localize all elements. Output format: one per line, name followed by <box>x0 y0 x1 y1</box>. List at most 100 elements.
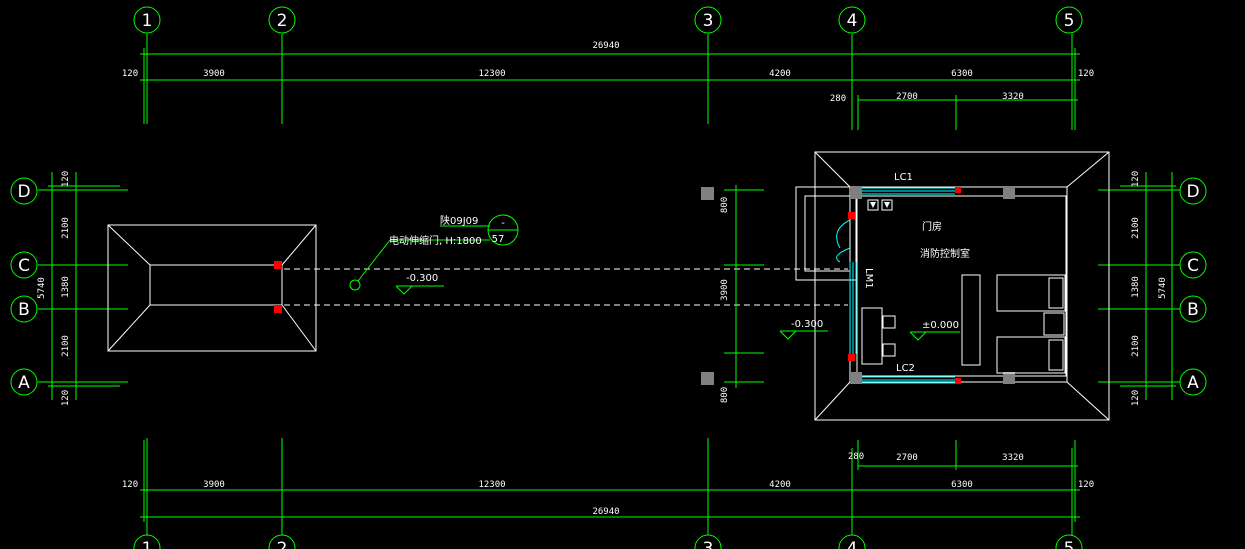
axis-bubble-4-top: 4 <box>838 6 866 34</box>
svg-text:12300: 12300 <box>478 69 505 79</box>
svg-text:800: 800 <box>720 387 730 403</box>
svg-text:26940: 26940 <box>592 507 619 517</box>
svg-text:6300: 6300 <box>951 480 973 490</box>
svg-text:6300: 6300 <box>951 69 973 79</box>
svg-text:1: 1 <box>142 539 153 549</box>
svg-text:电动伸缩门, H:1800: 电动伸缩门, H:1800 <box>389 234 482 247</box>
svg-text:280: 280 <box>848 452 864 462</box>
svg-text:A: A <box>18 373 30 393</box>
svg-text:3320: 3320 <box>1002 453 1024 463</box>
axis-bubble-3-top: 3 <box>694 6 722 34</box>
svg-text:2100: 2100 <box>1131 217 1141 239</box>
left-dimensions: 120 2100 1380 2100 120 5740 <box>37 171 71 406</box>
guard-house <box>795 151 1110 421</box>
svg-text:3900: 3900 <box>203 69 225 79</box>
axis-bubble-2-top: 2 <box>268 6 296 34</box>
svg-text:3320: 3320 <box>1002 92 1024 102</box>
lamp-icons <box>867 199 893 211</box>
axis-bubble-1-bottom: 1 <box>133 534 161 549</box>
mid-columns: 800 3900 800 <box>701 185 764 403</box>
svg-text:120: 120 <box>122 69 138 79</box>
svg-text:1380: 1380 <box>61 276 71 298</box>
level-mark-outside: -0.300 <box>779 319 828 340</box>
axis-bubble-4-bottom: 4 <box>838 534 866 549</box>
level-mark-floor: ±0.000 <box>909 320 960 341</box>
svg-text:LM1: LM1 <box>863 268 874 289</box>
svg-text:2700: 2700 <box>896 453 918 463</box>
axis-bubble-3-bottom: 3 <box>694 534 722 549</box>
svg-text:1: 1 <box>142 11 153 31</box>
svg-text:120: 120 <box>122 480 138 490</box>
svg-text:120: 120 <box>1131 390 1141 406</box>
svg-text:4200: 4200 <box>769 480 791 490</box>
right-dimensions: 120 2100 1380 2100 120 5740 <box>1131 171 1168 406</box>
left-axis-lines <box>38 172 128 400</box>
gate-annotation: 陕09J09 电动伸缩门, H:1800 - 57 <box>349 214 519 291</box>
axis-bubble-2-bottom: 2 <box>268 534 296 549</box>
svg-text:4: 4 <box>847 539 858 549</box>
pier-marker-bottom <box>274 305 282 313</box>
svg-text:LC2: LC2 <box>896 363 915 374</box>
level-mark-road: -0.300 <box>395 273 444 295</box>
svg-text:2: 2 <box>277 11 288 31</box>
svg-text:5: 5 <box>1064 11 1075 31</box>
axis-bubble-A-right: A <box>1179 368 1207 396</box>
svg-text:5740: 5740 <box>37 277 47 299</box>
svg-text:120: 120 <box>1078 480 1094 490</box>
svg-text:120: 120 <box>1131 171 1141 187</box>
axis-bubble-5-top: 5 <box>1055 6 1083 34</box>
svg-text:5740: 5740 <box>1158 277 1168 299</box>
svg-text:26940: 26940 <box>592 41 619 51</box>
svg-text:1380: 1380 <box>1131 276 1141 298</box>
svg-text:-0.300: -0.300 <box>791 319 823 330</box>
svg-text:D: D <box>1186 182 1199 202</box>
svg-text:3900: 3900 <box>203 480 225 490</box>
right-axis-lines <box>1098 172 1180 400</box>
axis-bubble-1-top: 1 <box>133 6 161 34</box>
svg-text:陕09J09: 陕09J09 <box>440 214 478 227</box>
room-label-guard: 门房 <box>922 220 942 233</box>
svg-text:120: 120 <box>1078 69 1094 79</box>
axis-bubble-C-right: C <box>1179 251 1207 279</box>
axis-bubble-5-bottom: 5 <box>1055 534 1083 549</box>
door-lm1: LM1 <box>836 219 874 354</box>
svg-text:57: 57 <box>492 234 505 245</box>
window-lc1: LC1 <box>862 172 955 195</box>
svg-text:-0.300: -0.300 <box>406 273 438 284</box>
svg-text:D: D <box>17 182 30 202</box>
bottom-dimensions: 280 2700 3320 120 120 3900 12300 4200 63… <box>122 440 1094 522</box>
svg-text:2700: 2700 <box>896 92 918 102</box>
svg-text:12300: 12300 <box>478 480 505 490</box>
svg-text:4: 4 <box>847 11 858 31</box>
svg-text:C: C <box>18 256 30 276</box>
axis-bubble-D-left: D <box>10 177 38 205</box>
top-dimensions: 26940 120 120 3900 12300 4200 6300 280 2… <box>122 41 1094 130</box>
axis-bubble-C-left: C <box>10 251 38 279</box>
svg-text:280: 280 <box>830 94 846 104</box>
svg-text:800: 800 <box>720 197 730 213</box>
vertical-grid-lines <box>146 34 1073 535</box>
axis-bubble-A-left: A <box>10 368 38 396</box>
gate-pier <box>107 224 317 352</box>
svg-text:2100: 2100 <box>61 335 71 357</box>
svg-text:B: B <box>1187 300 1199 320</box>
furniture <box>861 274 1066 374</box>
axis-bubble-B-right: B <box>1179 295 1207 323</box>
svg-text:2100: 2100 <box>61 217 71 239</box>
axis-bubble-B-left: B <box>10 295 38 323</box>
svg-text:120: 120 <box>61 390 71 406</box>
window-lc2: LC2 <box>862 363 955 384</box>
svg-text:5: 5 <box>1064 539 1075 549</box>
svg-text:A: A <box>1187 373 1199 393</box>
axis-bubble-D-right: D <box>1179 177 1207 205</box>
svg-text:4200: 4200 <box>769 69 791 79</box>
svg-text:3: 3 <box>703 539 714 549</box>
svg-text:±0.000: ±0.000 <box>922 320 959 331</box>
svg-text:C: C <box>1187 256 1199 276</box>
svg-text:120: 120 <box>61 171 71 187</box>
room-label-fire-control: 消防控制室 <box>920 247 970 260</box>
svg-text:3: 3 <box>703 11 714 31</box>
svg-text:-: - <box>501 218 505 229</box>
svg-text:LC1: LC1 <box>894 172 913 183</box>
